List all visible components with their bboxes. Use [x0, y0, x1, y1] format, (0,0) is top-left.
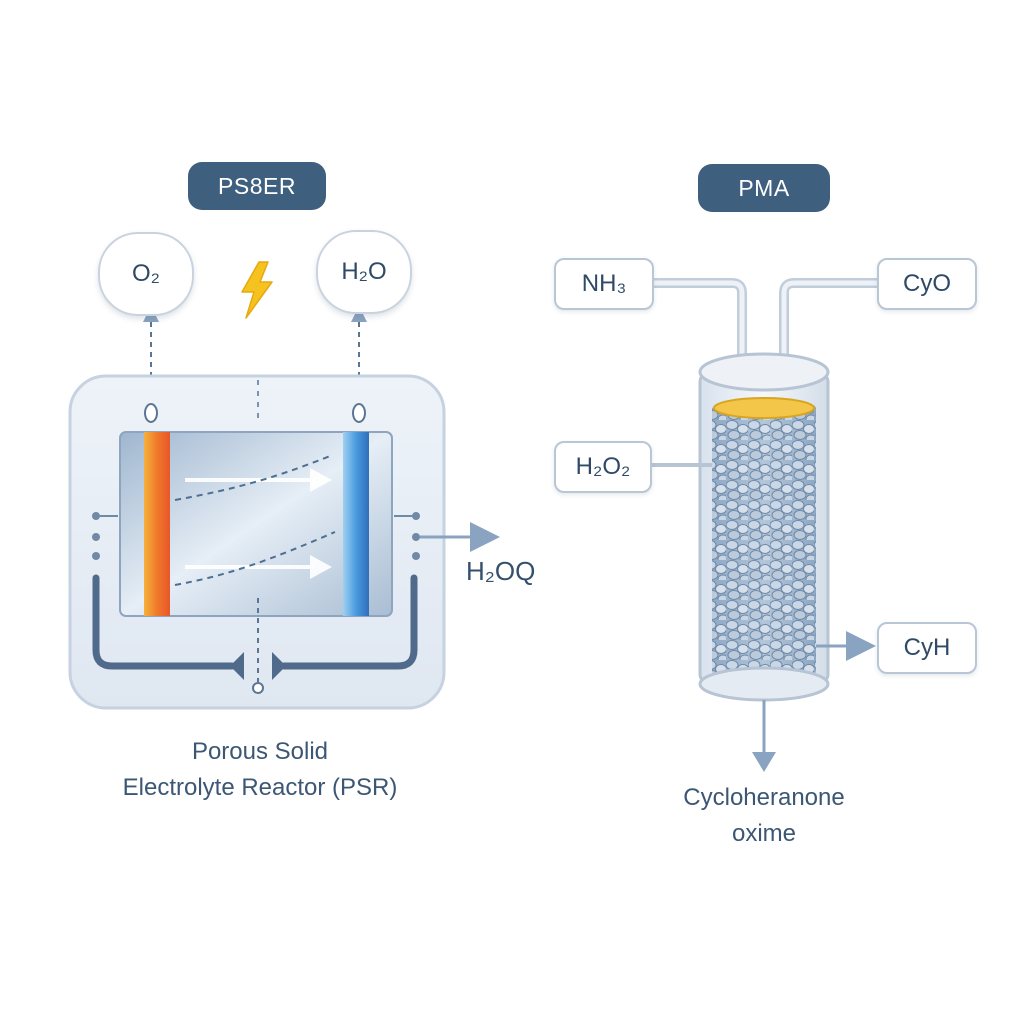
cathode-connector [352, 403, 366, 423]
lightning-icon [241, 261, 273, 319]
cyo-input-box: CyO [877, 258, 977, 310]
side-dot [92, 552, 100, 560]
h2o-input-bubble: H₂O [316, 230, 412, 314]
catalyst-top-layer [713, 397, 815, 419]
nh3-feed-pipe [647, 278, 747, 367]
psr-caption: Porous Solid Electrolyte Reactor (PSR) [60, 734, 460, 806]
pma-caption-line2: oxime [731, 820, 797, 847]
side-dot [412, 552, 420, 560]
cathode-layer [343, 432, 369, 616]
psr-header: PS8ER [188, 162, 326, 210]
catalyst-pellets [712, 404, 816, 676]
loop-arrow-right [272, 652, 286, 680]
ion-path-upper [174, 455, 331, 501]
cell-drain-dot [252, 682, 264, 694]
h2o-arrow-head [351, 306, 367, 322]
ion-flow-arrow-lower [185, 555, 332, 579]
o2-input-bubble: O₂ [98, 232, 194, 316]
oxime-arrow-head [752, 752, 776, 772]
cyo-feed-pipe-inner [781, 280, 878, 362]
pma-caption: Cycloheranone oxime [614, 780, 914, 852]
column-top-cap [698, 352, 830, 392]
column-bottom-cap [698, 666, 830, 702]
h2o2-input-box: H₂O₂ [554, 441, 652, 493]
cyh-output-box: CyH [877, 622, 977, 674]
ion-flow-arrow-upper [185, 468, 332, 492]
cyo-feed-pipe [779, 278, 883, 367]
pma-header: PMA [698, 164, 830, 212]
loop-arrow-left [230, 652, 244, 680]
recirculation-loop-left [92, 574, 236, 670]
nh3-feed-pipe-inner [652, 280, 745, 362]
anode-layer [144, 432, 170, 616]
ion-path-lower [174, 531, 336, 586]
pma-caption-line1: Cycloheranone [683, 784, 845, 811]
side-dot [92, 512, 100, 520]
side-dot [92, 533, 100, 541]
anode-connector [144, 403, 158, 423]
psr-caption-line2: Electrolyte Reactor (PSR) [122, 774, 398, 801]
side-dot [412, 512, 420, 520]
nh3-input-box: NH₃ [554, 258, 654, 310]
h2oq-output-label: H₂OQ [466, 556, 536, 586]
side-dot [412, 533, 420, 541]
recirculation-loop-right [280, 574, 418, 670]
psr-caption-line1: Porous Solid [191, 738, 329, 765]
